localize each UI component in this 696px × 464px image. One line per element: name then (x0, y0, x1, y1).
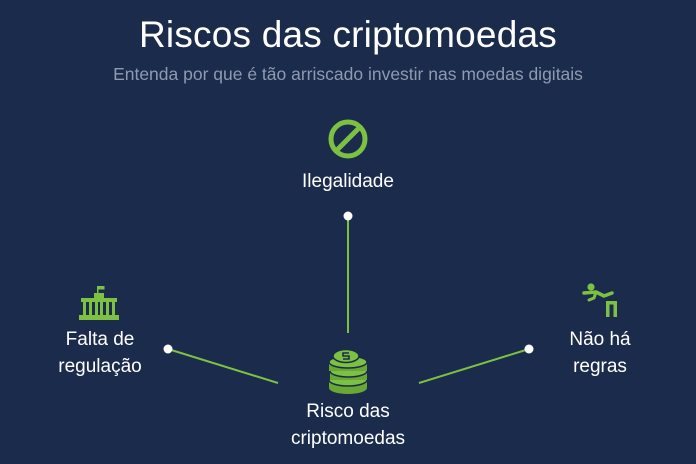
node-label-right-line2: regras (573, 356, 627, 377)
connector-dot-right (524, 344, 534, 354)
node-label-ilegalidade: Ilegalidade (302, 171, 394, 192)
government-building-icon (79, 286, 119, 320)
coin-stack-icon (328, 348, 368, 394)
page-title: Riscos das criptomoedas (139, 14, 557, 55)
node-label-falta-de-regulacao: Falta de regulação (30, 326, 170, 380)
connector-dot-top (343, 211, 353, 221)
node-label-nao-ha-regras: Não há regras (530, 326, 670, 380)
node-label-center-line1: Risco das (306, 401, 390, 422)
node-label-left-line1: Falta de (65, 329, 135, 350)
prohibited-icon (328, 119, 368, 159)
connector-left (167, 348, 279, 384)
person-jumping-icon (582, 283, 617, 317)
connector-dot-left (163, 344, 173, 354)
connector-right (418, 348, 530, 384)
page-subtitle: Entenda por que é tão arriscado investir… (113, 64, 583, 84)
node-label-right-line1: Não há (569, 329, 631, 350)
node-label-risco-das-criptomoedas: Risco das criptomoedas (258, 398, 438, 452)
node-label-center-line2: criptomoedas (290, 428, 406, 449)
node-label-left-line2: regulação (58, 356, 142, 377)
